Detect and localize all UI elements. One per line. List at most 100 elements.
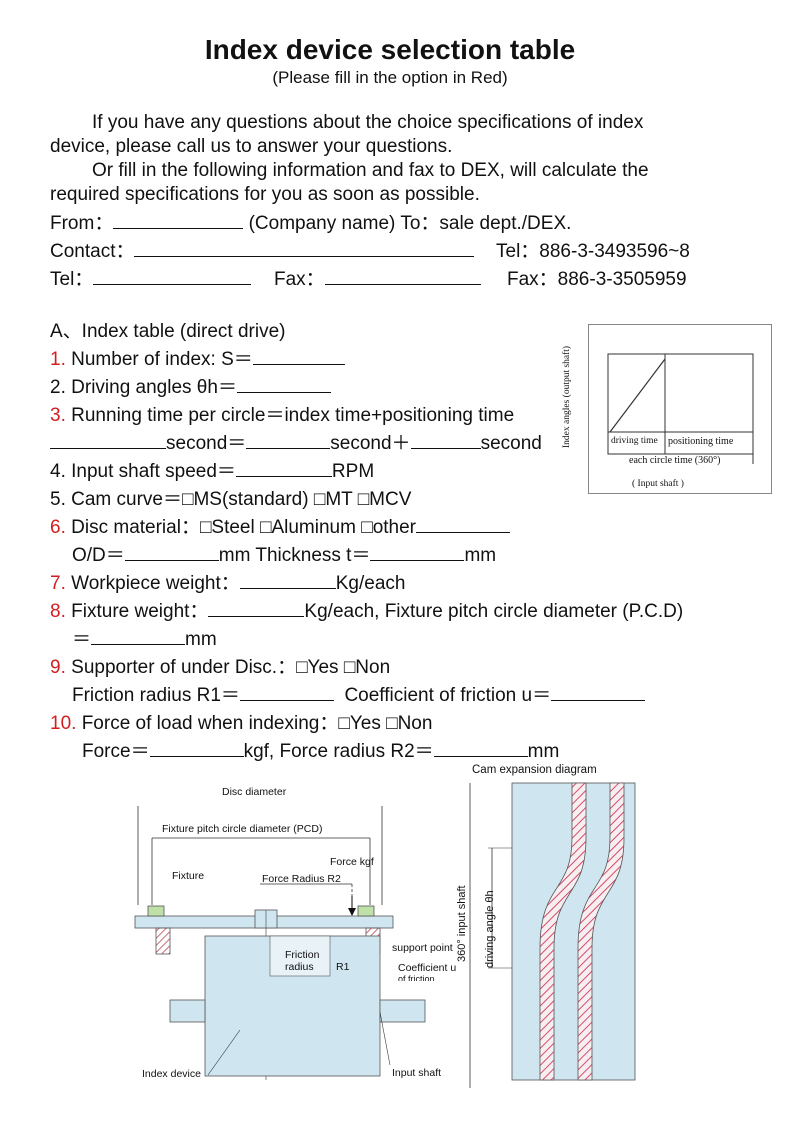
question-number: 3. xyxy=(50,405,66,426)
question-3-row-2: second＝second＋second xyxy=(50,428,542,455)
fax-row: Fax： xyxy=(274,264,481,291)
timing-positioning-label: positioning time xyxy=(668,436,734,447)
question-3: 3. Running time per circle＝index time+po… xyxy=(50,400,514,427)
friction-radius-field[interactable] xyxy=(239,684,334,701)
fixture-label: Fixture xyxy=(172,870,205,882)
contact-row: Contact： xyxy=(50,236,475,263)
positioning-time-field[interactable] xyxy=(410,432,481,449)
contact-label: Contact： xyxy=(50,241,135,262)
page-subtitle: (Please fill in the option in Red) xyxy=(272,68,508,87)
of-friction-label: of friction xyxy=(398,974,435,981)
other-material-field[interactable] xyxy=(416,516,511,533)
thickness-field[interactable] xyxy=(370,544,465,561)
question-number: 5. xyxy=(50,489,66,510)
question-number: 9. xyxy=(50,657,66,678)
index-time-field[interactable] xyxy=(246,432,331,449)
question-8: 8. Fixture weight： Kg/each, Fixture pitch… xyxy=(50,596,683,623)
section-a-heading: A、Index table (direct drive) xyxy=(50,321,286,342)
index-number-field[interactable] xyxy=(252,348,345,365)
tel-row: Tel： xyxy=(50,264,252,291)
question-2: 2. Driving angles θh＝ xyxy=(50,372,331,399)
question-number: 2. xyxy=(50,377,66,398)
question-number: 4. xyxy=(50,461,66,482)
pcd-label: Fixture pitch circle diameter (PCD) xyxy=(162,823,323,835)
running-time-field[interactable] xyxy=(50,432,166,449)
question-7: 7. Workpiece weight： Kg/each xyxy=(50,568,405,595)
tel-label: Tel： xyxy=(50,269,94,290)
input-speed-field[interactable] xyxy=(235,460,332,477)
from-row: From： (Company name) To：sale dept./DEX. xyxy=(50,208,571,235)
force-radius-label: Force Radius R2 xyxy=(262,873,341,885)
unit-label: second＝ xyxy=(166,433,247,454)
intro-line-3: Or fill in the following information and… xyxy=(92,160,649,181)
question-text[interactable]: Cam curve＝□MS(standard) □MT □MCV xyxy=(71,489,412,510)
question-text: Fixture weight： xyxy=(71,601,209,622)
company-label: (Company name) To：sale dept./DEX. xyxy=(248,213,572,234)
contact-field[interactable] xyxy=(134,240,475,257)
question-text[interactable]: Force of load when indexing：□Yes □Non xyxy=(81,713,433,734)
question-number: 7. xyxy=(50,573,66,594)
question-6: 6. Disc material：□Steel □Aluminum □other xyxy=(50,512,511,539)
question-number: 1. xyxy=(50,349,66,370)
coefficient-label: Coefficient u xyxy=(398,962,457,974)
unit-label: second＋ xyxy=(330,433,411,454)
driving-angle-field[interactable] xyxy=(236,376,331,393)
question-number: 6. xyxy=(50,517,66,538)
question-text: Number of index: S＝ xyxy=(71,349,253,370)
pcd-field[interactable] xyxy=(91,628,186,645)
question-6-row-2: O/D＝ mm Thickness t＝ mm xyxy=(72,540,496,567)
tel-field[interactable] xyxy=(93,268,252,285)
question-9: 9. Supporter of under Disc.：□Yes □Non xyxy=(50,652,390,679)
friction-label: Friction radius R1＝ xyxy=(72,685,240,706)
disc-diameter-label: Disc diameter xyxy=(222,786,287,798)
cam-driving-angle-label: driving angle θh xyxy=(484,890,496,968)
question-4: 4. Input shaft speed＝ RPM xyxy=(50,456,374,483)
cam-diagram-title: Cam expansion diagram xyxy=(472,764,597,776)
radius-label: radius xyxy=(285,961,314,973)
from-field[interactable] xyxy=(113,212,244,229)
fax-field[interactable] xyxy=(324,268,481,285)
intro-line-4: required specifications for you as soon … xyxy=(50,184,480,205)
unit-label: mm xyxy=(185,629,217,650)
question-text: Workpiece weight： xyxy=(71,573,240,594)
cam-diagram xyxy=(469,782,636,1088)
unit-label: Kg/each xyxy=(335,573,406,594)
timing-ylabel: Index angles (output shaft) xyxy=(562,345,572,448)
intro-line-1: If you have any questions about the choi… xyxy=(92,112,644,133)
fixture-weight-field[interactable] xyxy=(208,600,305,617)
question-1: 1. Number of index: S＝ xyxy=(50,344,345,371)
input-shaft-label: Input shaft xyxy=(392,1067,442,1079)
timing-input-shaft-label: ( Input shaft ) xyxy=(632,479,684,489)
od-label: O/D＝ xyxy=(72,545,125,566)
force-label: Force kgf xyxy=(330,856,374,868)
question-number: 8. xyxy=(50,601,66,622)
unit-label: Kg/each, Fixture pitch circle diameter (… xyxy=(304,601,684,622)
dex-fax: Fax：886-3-3505959 xyxy=(507,269,687,290)
coefficient-label: Coefficient of friction u＝ xyxy=(344,685,552,706)
force-radius-field[interactable] xyxy=(433,740,528,757)
question-number: 10. xyxy=(50,713,77,734)
friction-coef-field[interactable] xyxy=(551,684,646,701)
disc-diagram xyxy=(134,806,426,1080)
question-text: Running time per circle＝index time+posit… xyxy=(71,405,515,426)
od-field[interactable] xyxy=(124,544,219,561)
timing-driving-label: driving time xyxy=(611,436,658,446)
timing-chart xyxy=(588,324,772,494)
timing-each-circle-label: each circle time (360°) xyxy=(629,455,721,466)
cam-input-shaft-label: 360° input shaft xyxy=(456,885,468,962)
question-text[interactable]: Disc material：□Steel □Aluminum □other xyxy=(71,517,417,538)
question-text: Input shaft speed＝ xyxy=(71,461,236,482)
from-label: From： xyxy=(50,213,114,234)
workpiece-weight-field[interactable] xyxy=(239,572,336,589)
question-5: 5. Cam curve＝□MS(standard) □MT □MCV xyxy=(50,484,411,511)
dex-tel: Tel：886-3-3493596~8 xyxy=(496,241,690,262)
question-text[interactable]: Supporter of under Disc.：□Yes □Non xyxy=(71,657,391,678)
thickness-label: mm Thickness t＝ xyxy=(218,545,371,566)
fax-label: Fax： xyxy=(274,269,325,290)
force-label: Force＝ xyxy=(82,741,150,762)
unit-label: RPM xyxy=(331,461,375,482)
force-field[interactable] xyxy=(149,740,244,757)
question-10-row-2: Force＝kgf, Force radius R2＝mm xyxy=(82,736,559,763)
unit-label: mm xyxy=(464,545,497,566)
friction-label: Friction xyxy=(285,949,320,961)
